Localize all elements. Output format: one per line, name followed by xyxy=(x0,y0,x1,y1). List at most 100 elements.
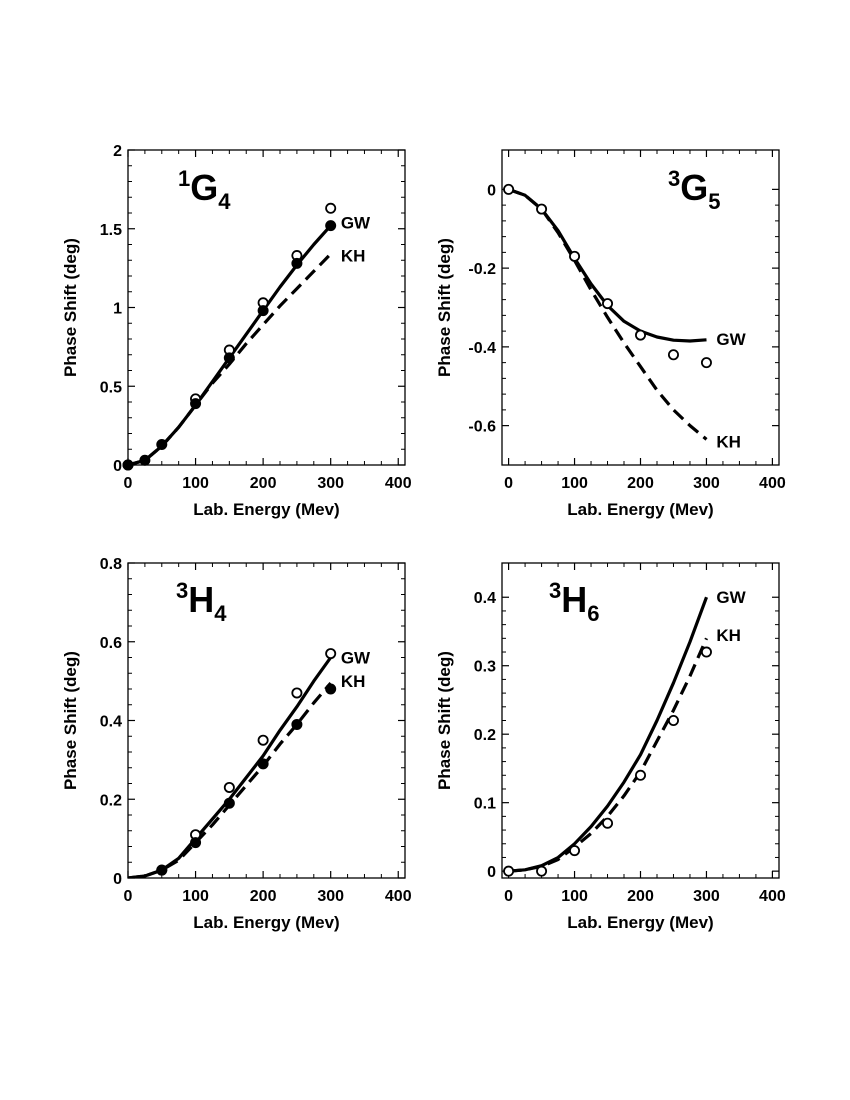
x-tick-label: 200 xyxy=(627,888,654,905)
x-tick-label: 400 xyxy=(385,475,412,492)
y-tick-label: 2 xyxy=(113,143,122,160)
y-tick-label: 0 xyxy=(113,871,122,888)
data-point-filled xyxy=(223,797,235,809)
plot-frame xyxy=(501,149,780,466)
panel-label: 3H4 xyxy=(176,578,227,626)
x-tick-label: 300 xyxy=(693,888,720,905)
panel-label-letter: H xyxy=(561,579,587,620)
data-point-open xyxy=(291,687,303,699)
x-tick-label: 200 xyxy=(250,888,277,905)
data-point-filled xyxy=(257,305,269,317)
y-tick-label: 0 xyxy=(487,864,496,881)
curve-label-gw: GW xyxy=(716,588,746,607)
data-point-filled xyxy=(325,683,337,695)
panel-label-subscript: 6 xyxy=(587,601,599,626)
data-point-filled xyxy=(257,758,269,770)
y-tick-label: 0.2 xyxy=(474,727,496,744)
panel-label: 1G4 xyxy=(178,166,231,214)
data-point-open xyxy=(569,250,581,262)
x-tick-label: 100 xyxy=(182,888,209,905)
curve-label-kh: KH xyxy=(341,672,366,691)
curve-gw xyxy=(508,596,709,873)
panel-label: 3G5 xyxy=(668,166,721,214)
data-point-open xyxy=(257,734,269,746)
data-point-filled xyxy=(325,220,337,232)
curve-kh xyxy=(508,637,708,873)
y-tick-label: 1 xyxy=(113,301,122,318)
x-tick-label: 100 xyxy=(561,888,588,905)
x-tick-label: 300 xyxy=(317,475,344,492)
x-axis-title: Lab. Energy (Mev) xyxy=(567,500,713,519)
y-tick-label: 0.2 xyxy=(100,792,122,809)
y-tick-label: 1.5 xyxy=(100,222,122,239)
y-tick-label: 0.3 xyxy=(474,659,496,676)
x-axis-title: Lab. Energy (Mev) xyxy=(193,913,339,932)
x-tick-label: 100 xyxy=(561,475,588,492)
panel-label-superscript: 1 xyxy=(178,166,190,191)
data-point-open xyxy=(602,298,614,310)
data-point-filled xyxy=(291,718,303,730)
data-point-open xyxy=(700,357,712,369)
data-point-filled xyxy=(156,439,168,451)
y-tick-label: 0 xyxy=(487,182,496,199)
x-axis-title: Lab. Energy (Mev) xyxy=(193,500,339,519)
x-tick-label: 0 xyxy=(124,888,133,905)
x-tick-label: 200 xyxy=(627,475,654,492)
data-point-filled xyxy=(291,257,303,269)
y-axis-title: Phase Shift (deg) xyxy=(435,238,454,377)
x-tick-label: 400 xyxy=(759,475,786,492)
curve-label-kh: KH xyxy=(341,247,366,266)
y-axis-title: Phase Shift (deg) xyxy=(61,238,80,377)
curve-kh xyxy=(128,682,332,878)
y-tick-label: 0.4 xyxy=(474,590,496,607)
panel-label-subscript: 4 xyxy=(218,189,231,214)
data-point-open xyxy=(503,183,515,195)
x-tick-label: 400 xyxy=(385,888,412,905)
data-point-open xyxy=(536,203,548,215)
data-point-open xyxy=(223,781,235,793)
data-point-filled xyxy=(190,398,202,410)
data-point-open xyxy=(667,715,679,727)
y-tick-label: 0.4 xyxy=(100,714,122,731)
data-point-open xyxy=(503,865,515,877)
x-tick-label: 300 xyxy=(693,475,720,492)
data-point-filled xyxy=(156,864,168,876)
plot-area xyxy=(508,187,708,441)
data-point-open xyxy=(569,845,581,857)
panel-label-superscript: 3 xyxy=(549,578,561,603)
y-tick-label: 0 xyxy=(113,458,122,475)
curve-label-kh: KH xyxy=(716,626,741,645)
x-tick-label: 0 xyxy=(124,475,133,492)
curve-label-gw: GW xyxy=(716,330,746,349)
y-tick-label: -0.2 xyxy=(468,261,496,278)
data-point-filled xyxy=(190,837,202,849)
data-point-filled xyxy=(139,454,151,466)
plot-frame xyxy=(501,562,780,879)
curve-label-kh: KH xyxy=(716,432,741,451)
y-tick-label: 0.6 xyxy=(100,635,122,652)
panel-label-superscript: 3 xyxy=(668,166,680,191)
data-point-open xyxy=(667,349,679,361)
curve-kh xyxy=(508,187,708,441)
x-tick-label: 400 xyxy=(759,888,786,905)
data-point-open xyxy=(325,202,337,214)
panel-label-subscript: 4 xyxy=(214,601,227,626)
y-tick-label: -0.4 xyxy=(468,340,496,357)
curve-label-gw: GW xyxy=(341,649,371,668)
plot-area xyxy=(508,596,709,873)
x-tick-label: 200 xyxy=(250,475,277,492)
panel-label-letter: G xyxy=(680,167,708,208)
data-point-filled xyxy=(223,352,235,364)
data-point-open xyxy=(602,817,614,829)
data-point-open xyxy=(536,865,548,877)
y-tick-label: -0.6 xyxy=(468,419,496,436)
curve-label-gw: GW xyxy=(341,213,371,232)
panel-label-letter: G xyxy=(190,167,218,208)
panel-label-superscript: 3 xyxy=(176,578,188,603)
panel-label: 3H6 xyxy=(549,578,600,626)
